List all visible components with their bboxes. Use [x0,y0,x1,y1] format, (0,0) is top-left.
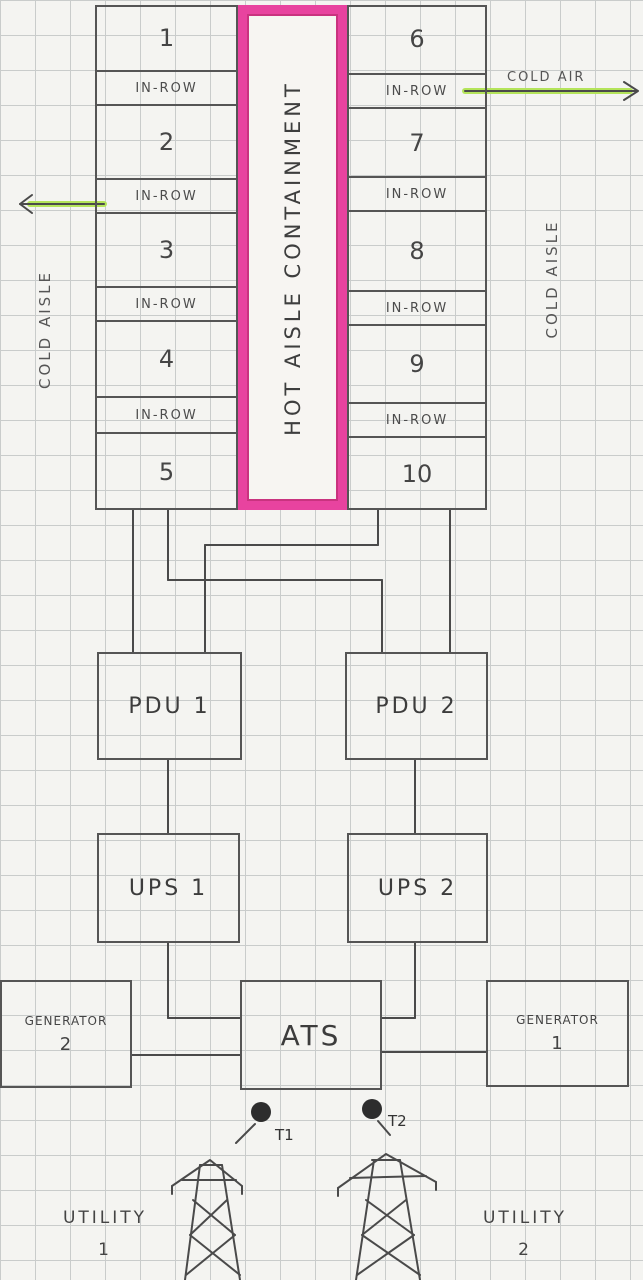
rack-9: 9 [347,326,487,402]
inrow-cooler-left-1: IN-ROW [95,70,238,106]
rack-6: 6 [347,5,487,73]
inrow-cooler-right-1: IN-ROW [347,73,487,109]
transformer-t1-symbol [235,1102,271,1144]
generator-2-label: GENERATOR [24,1013,108,1028]
ups-2-label: UPS 2 [377,875,458,901]
utility-1-label: UTILITY 1 [40,1202,170,1266]
cold-aisle-left-label: COLD AISLE [36,270,54,389]
utility-1-text: UTILITY [62,1208,148,1228]
rack-3: 3 [95,214,238,286]
cold-aisle-right-label: COLD AISLE [543,219,561,339]
cold-air-label: COLD AIR [507,70,586,85]
cold-air-arrow-left [19,194,107,214]
ups-1: UPS 1 [97,833,240,943]
inrow-label: IN-ROW [385,300,449,316]
rack-10-label: 10 [401,460,433,488]
ats: ATS [240,980,382,1090]
inrow-label: IN-ROW [135,296,198,312]
rack-5-label: 5 [158,458,175,486]
inrow-label: IN-ROW [135,407,198,423]
inrow-cooler-left-3: IN-ROW [95,286,238,322]
utility-1-number: 1 [98,1240,112,1260]
pdu-2: PDU 2 [345,652,488,760]
rack-9-label: 9 [409,350,425,378]
rack-6-label: 6 [409,25,425,53]
rack-2-label: 2 [158,128,175,156]
inrow-cooler-right-2: IN-ROW [347,176,487,212]
rack-1-label: 1 [158,23,175,52]
inrow-cooler-left-4: IN-ROW [95,396,238,434]
generator-2: GENERATOR 2 [0,980,132,1088]
ats-label: ATS [280,1018,342,1052]
inrow-cooler-right-3: IN-ROW [347,290,487,326]
rack-row-left-frame [95,5,238,510]
rack-4: 4 [95,322,238,396]
rack-5: 5 [95,434,238,510]
rack-1: 1 [95,5,238,70]
rack-row-right-frame [347,5,487,510]
transformer-t2-symbol [362,1099,391,1136]
ups-2: UPS 2 [347,833,488,943]
hot-aisle-label: HOT AISLE CONTAINMENT [280,79,305,436]
pdu-to-ups-wiring [167,759,416,834]
inrow-label: IN-ROW [385,186,449,202]
rack-8: 8 [347,212,487,290]
generator-1-label: GENERATOR [516,1013,599,1027]
inrow-label: IN-ROW [135,80,198,96]
inrow-label: IN-ROW [385,83,449,99]
rack-3-label: 3 [158,236,175,264]
generator-1-number: 1 [551,1033,564,1054]
utility-2-text: UTILITY [482,1208,568,1228]
pdu-2-label: PDU 2 [375,693,458,719]
hot-aisle-containment: HOT AISLE CONTAINMENT [238,5,347,510]
transformer-t2-label: T2 [388,1112,407,1130]
cold-air-arrow-right [462,81,639,101]
pdu-1: PDU 1 [97,652,242,760]
ups-ats-generator-wiring [131,942,487,1056]
rack-10: 10 [347,438,487,510]
utility-2-label: UTILITY 2 [460,1202,590,1266]
inrow-cooler-left-2: IN-ROW [95,178,238,214]
utility-tower-1-icon [171,1159,243,1280]
generator-1: GENERATOR 1 [486,980,629,1087]
pdu-1-label: PDU 1 [128,693,211,719]
rack-4-label: 4 [158,345,175,373]
utility-tower-2-icon [337,1153,437,1280]
rack-2: 2 [95,106,238,178]
rack-7-label: 7 [409,128,425,157]
rack-7: 7 [347,109,487,176]
generator-2-number: 2 [59,1033,73,1055]
ups-1-label: UPS 1 [128,875,209,901]
transformer-t1-label: T1 [275,1126,294,1144]
inrow-label: IN-ROW [385,412,449,428]
inrow-label: IN-ROW [135,188,198,204]
rack-to-pdu-wiring [132,509,451,653]
utility-2-number: 2 [518,1240,532,1260]
rack-8-label: 8 [409,237,425,265]
inrow-cooler-right-4: IN-ROW [347,402,487,438]
